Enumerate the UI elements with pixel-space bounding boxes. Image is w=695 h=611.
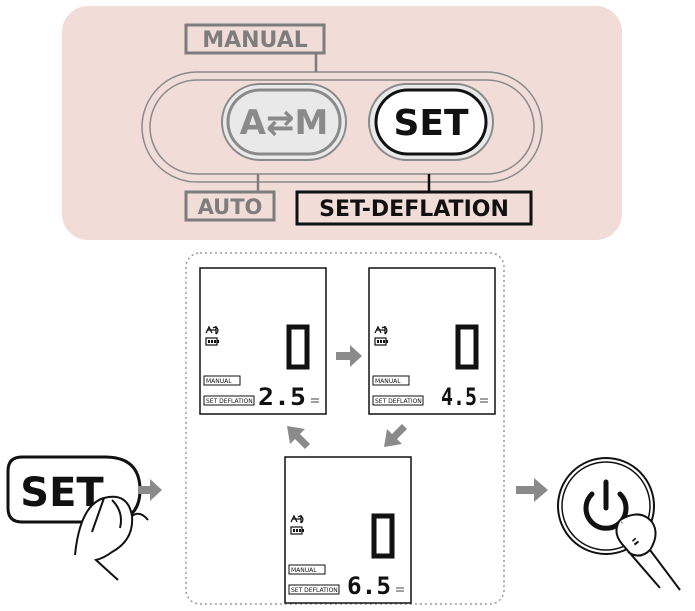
arrow-diagonal-icon: [384, 424, 407, 447]
mode-button-label: A⇄M: [240, 103, 329, 143]
lcd-set-label: SET DEFLATION: [206, 398, 253, 405]
lcd-mode-label: MANUAL: [206, 378, 232, 385]
lcd-deflation-value: 4.5: [441, 383, 477, 411]
button-rail-outer: [141, 71, 543, 183]
finger-icon: [74, 495, 149, 581]
set-deflation-tag: SET-DEFLATION: [295, 174, 533, 226]
arrow-right-icon: [138, 479, 162, 501]
lcd-deflation-value: 6.5: [347, 572, 391, 600]
set-deflation-tag-label: SET-DEFLATION: [319, 197, 509, 222]
arrow-right-icon: [336, 345, 362, 367]
finger-icon: [615, 513, 681, 591]
arrow-right-icon: [516, 478, 548, 502]
lcd-mode-label: MANUAL: [375, 378, 401, 385]
lcd-screen-2-5: MANUAL SET DEFLATION 2.5: [200, 268, 326, 414]
manual-tag-label: MANUAL: [202, 28, 308, 53]
manual-tag: MANUAL: [184, 23, 326, 72]
auto-tag-label: AUTO: [198, 195, 263, 219]
lcd-deflation-value: 2.5: [258, 383, 306, 411]
set-button[interactable]: SET: [368, 83, 494, 161]
button-rail-inner: [149, 79, 535, 175]
lcd-screen-6-5: MANUAL SET DEFLATION 6.5: [285, 457, 411, 603]
lcd-set-label: SET DEFLATION: [291, 587, 338, 594]
arrow-diagonal-icon: [287, 426, 310, 449]
mode-button[interactable]: A⇄M: [221, 83, 347, 161]
lcd-mode-label: MANUAL: [291, 567, 317, 574]
lcd-screen-4-5: MANUAL SET DEFLATION 4.5: [369, 268, 495, 414]
lcd-set-label: SET DEFLATION: [375, 398, 422, 405]
control-panel: MANUAL A⇄M SET AUTO SET-DEFLATION: [62, 6, 622, 240]
auto-tag: AUTO: [184, 174, 276, 222]
power-icon: [583, 479, 629, 531]
set-button-label: SET: [393, 103, 469, 144]
cycle-area: [185, 252, 505, 605]
